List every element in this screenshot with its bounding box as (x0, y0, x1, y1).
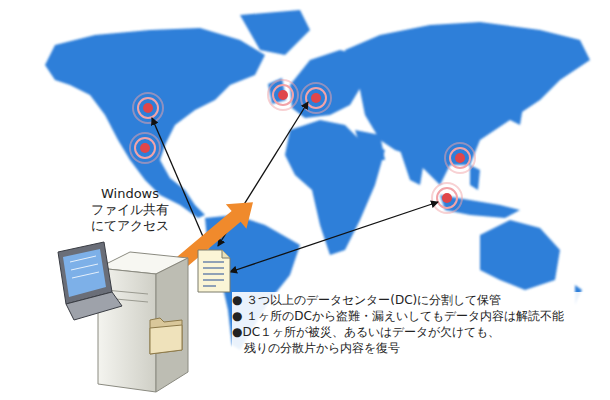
bullet-note: ● ３つ以上のデータセンター(DC)に分割して保管 (232, 292, 594, 308)
folder-icon (150, 318, 182, 354)
bullet-note: ●DC１ヶ所が被災、あるいはデータが欠けても、 残りの分散片から内容を復号 (232, 324, 594, 356)
document-icon (198, 250, 230, 292)
laptop-icon (58, 242, 122, 320)
datacenter-dots (130, 80, 475, 213)
server-icon (98, 252, 188, 392)
access-note: Windows ファイル共有 にてアクセス (86, 186, 174, 234)
bullet-note: ● １ヶ所のDCから盗難・漏えいしてもデータ内容は解読不能 (232, 308, 594, 324)
